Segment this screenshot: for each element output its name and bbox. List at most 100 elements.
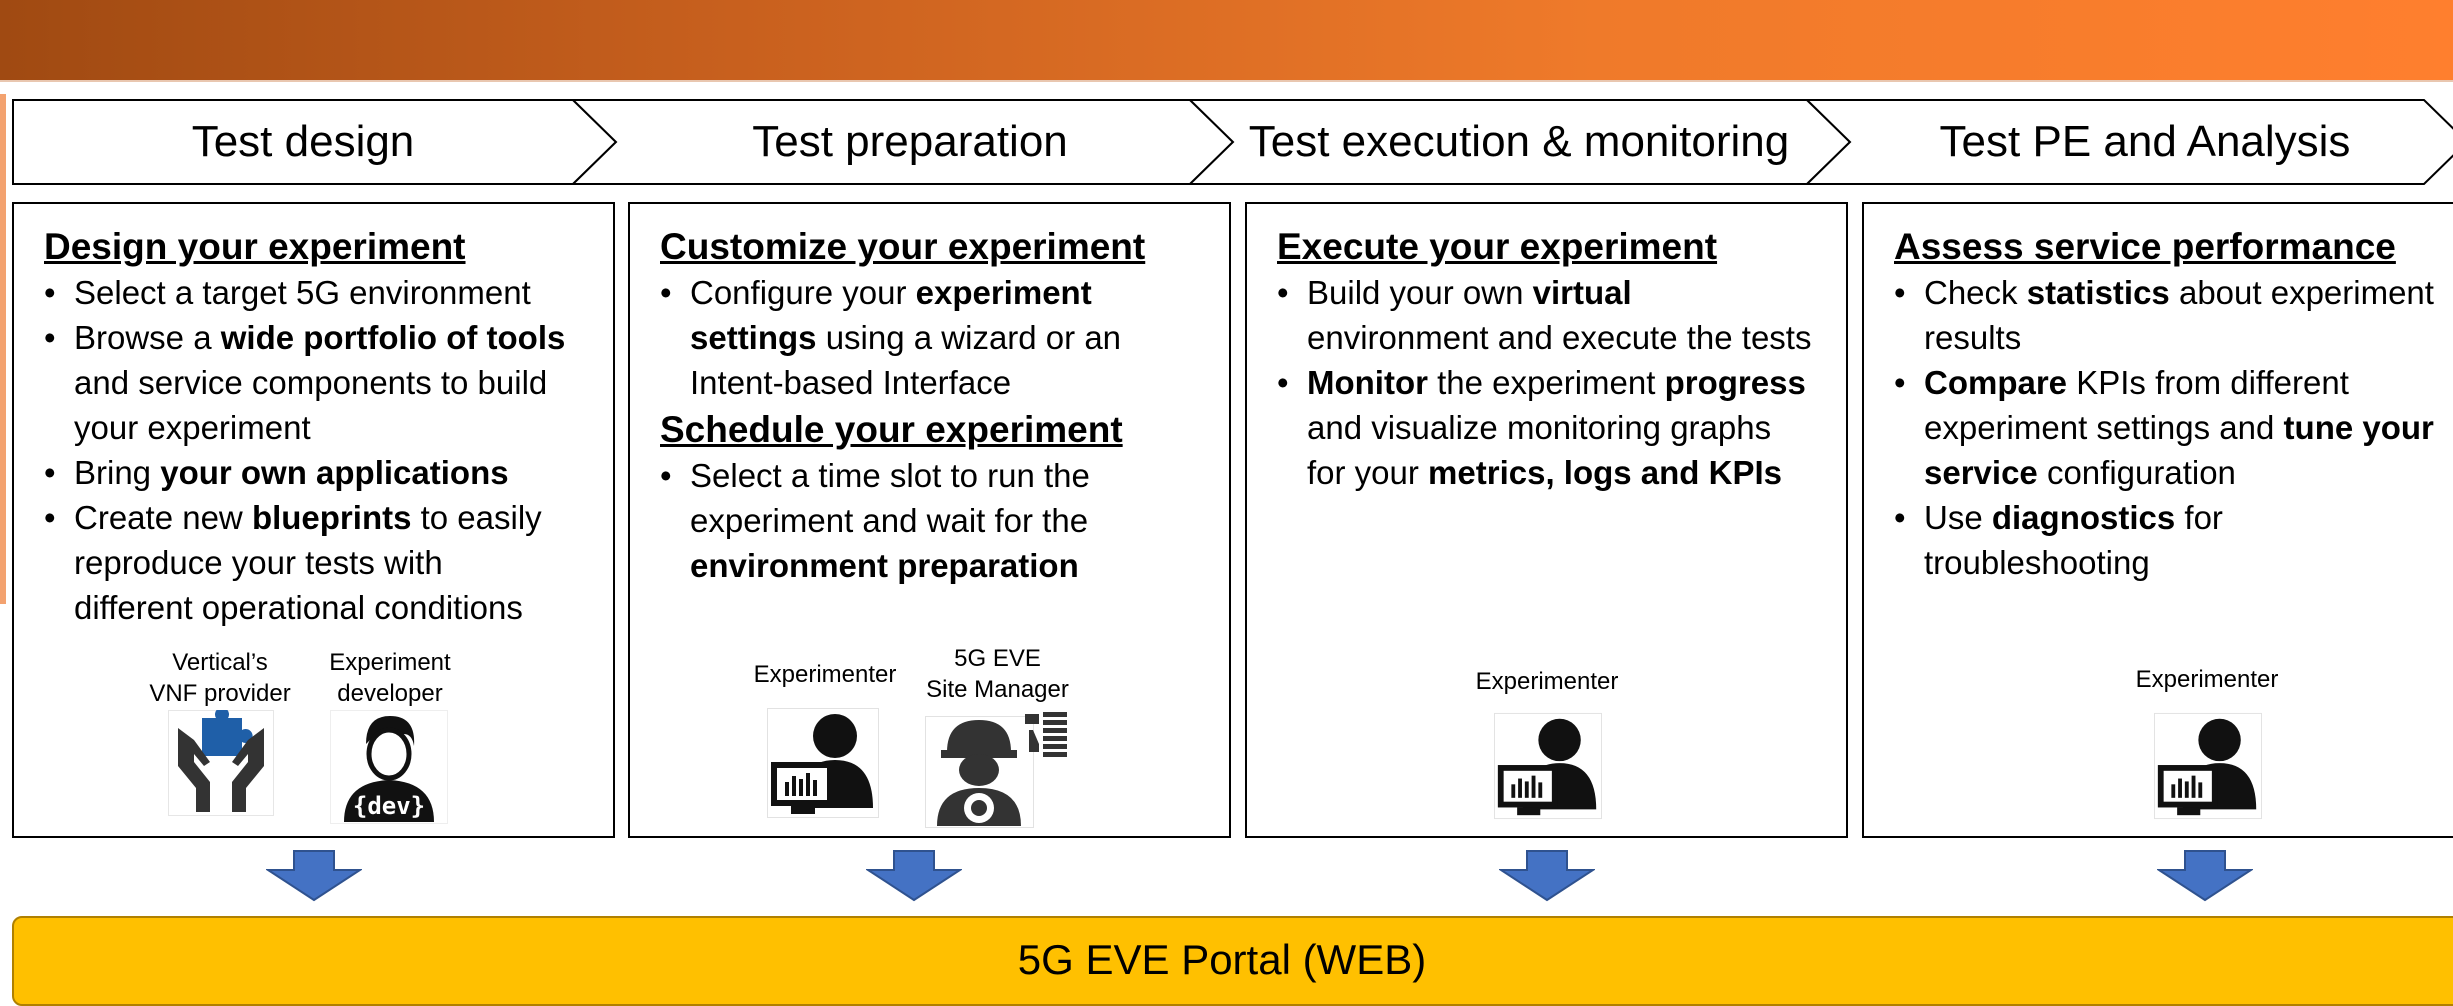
role-label-experimenter: Experimenter bbox=[753, 661, 897, 688]
panel-heading: Customize your experiment bbox=[660, 226, 1146, 267]
bullet-line: different operational conditions bbox=[44, 585, 613, 630]
bullet-line: and service components to build bbox=[44, 360, 613, 405]
text-run: Bring bbox=[74, 454, 161, 491]
text-run: and service components to build bbox=[74, 364, 548, 401]
text-run: results bbox=[1924, 319, 2022, 356]
text-run: Build your own bbox=[1307, 274, 1533, 311]
text-run: Use bbox=[1924, 499, 1992, 536]
text-run: Intent-based Interface bbox=[690, 364, 1012, 401]
text-run: Browse a bbox=[74, 319, 221, 356]
portal-banner: 5G EVE Portal (WEB) bbox=[12, 916, 2453, 1006]
left-accent-strip bbox=[0, 94, 6, 604]
bullet-line: Monitor the experiment progress bbox=[1277, 360, 1846, 405]
bold-text: statistics bbox=[2026, 274, 2170, 311]
text-run: Select a time slot to run the bbox=[690, 457, 1090, 494]
bold-text: tune your bbox=[2283, 409, 2434, 446]
bold-text: experiment bbox=[915, 274, 1092, 311]
bullet-line: results bbox=[1894, 315, 2453, 360]
bullet-line: and visualize monitoring graphs bbox=[1277, 405, 1846, 450]
text-run: for bbox=[2175, 499, 2223, 536]
bullet-list: Select a target 5G environmentBrowse a w… bbox=[44, 270, 613, 630]
bullet-line: Check statistics about experiment bbox=[1894, 270, 2453, 315]
bullet-line: your experiment bbox=[44, 405, 613, 450]
bold-text: progress bbox=[1664, 364, 1806, 401]
bullet-line: Browse a wide portfolio of tools bbox=[44, 315, 613, 360]
top-banner bbox=[0, 0, 2453, 82]
text-run: using a wizard or an bbox=[816, 319, 1122, 356]
bold-text: your own applications bbox=[160, 454, 509, 491]
down-arrow-icon bbox=[2157, 850, 2253, 902]
hands-puzzle-icon bbox=[168, 710, 274, 816]
role-label-experimenter: Experimenter bbox=[2135, 666, 2279, 693]
portal-label: 5G EVE Portal (WEB) bbox=[1017, 936, 1427, 983]
bullet-list: Build your own virtual environment and ex… bbox=[1277, 270, 1846, 495]
text-run: configuration bbox=[2037, 454, 2236, 491]
role-label-experimenter: Experimenter bbox=[1475, 668, 1619, 695]
text-run: Create new bbox=[74, 499, 252, 536]
stage-label-execution: Test execution & monitoring bbox=[1248, 117, 1790, 166]
bullet-line: troubleshooting bbox=[1894, 540, 2453, 585]
bullet-list: Select a time slot to run the experiment … bbox=[660, 453, 1229, 588]
bold-text: Monitor bbox=[1307, 364, 1428, 401]
bullet-line: Compare KPIs from different bbox=[1894, 360, 2453, 405]
experimenter-icon bbox=[1494, 712, 1602, 820]
bullet-line: Bring your own applications bbox=[44, 450, 613, 495]
bullet-line: Select a time slot to run the bbox=[660, 453, 1229, 498]
bullet-line: reproduce your tests with bbox=[44, 540, 613, 585]
text-run: Select a target 5G environment bbox=[74, 274, 531, 311]
bullet-list: Configure your experiment settings using … bbox=[660, 270, 1229, 405]
panel-heading: Schedule your experiment bbox=[660, 409, 1123, 450]
down-arrow-icon bbox=[1499, 850, 1595, 902]
stage-label-preparation: Test preparation bbox=[752, 117, 1068, 166]
experimenter-icon bbox=[2154, 712, 2262, 820]
bullet-line: Intent-based Interface bbox=[660, 360, 1229, 405]
text-run: reproduce your tests with bbox=[74, 544, 443, 581]
bullet-line: Create new blueprints to easily bbox=[44, 495, 613, 540]
text-run: Configure your bbox=[690, 274, 916, 311]
chevron-test-analysis bbox=[1804, 99, 2453, 185]
bold-text: settings bbox=[690, 319, 817, 356]
text-run: experiment settings and bbox=[1924, 409, 2284, 446]
down-arrow-icon bbox=[866, 850, 962, 902]
down-arrow-icon bbox=[266, 850, 362, 902]
bullet-line: experiment settings and tune your bbox=[1894, 405, 2453, 450]
site-manager-icon bbox=[925, 712, 1067, 828]
text-run: different operational conditions bbox=[74, 589, 523, 626]
panel-heading: Execute your experiment bbox=[1277, 226, 1718, 267]
bullet-line: environment and execute the tests bbox=[1277, 315, 1846, 360]
bullet-line: Use diagnostics for bbox=[1894, 495, 2453, 540]
text-run: troubleshooting bbox=[1924, 544, 2150, 581]
stage-label-design: Test design bbox=[191, 117, 415, 166]
bold-text: wide portfolio of tools bbox=[220, 319, 566, 356]
bullet-line: service configuration bbox=[1894, 450, 2453, 495]
bold-text: diagnostics bbox=[1991, 499, 2176, 536]
bold-text: metrics, logs and KPIs bbox=[1428, 454, 1782, 491]
bold-text: blueprints bbox=[251, 499, 412, 536]
svg-text:{dev}: {dev} bbox=[353, 792, 425, 820]
developer-icon: {dev} bbox=[330, 710, 448, 824]
panel-heading: Assess service performance bbox=[1894, 226, 2396, 267]
text-run: your experiment bbox=[74, 409, 311, 446]
text-run: to easily bbox=[411, 499, 542, 536]
role-label-vnf-provider: Vertical’s VNF provider bbox=[149, 649, 291, 707]
bullet-list: Check statistics about experiment results… bbox=[1894, 270, 2453, 585]
role-label-site-manager: 5G EVE Site Manager bbox=[926, 645, 1069, 703]
bullet-line: Build your own virtual bbox=[1277, 270, 1846, 315]
text-run: about experiment bbox=[2169, 274, 2434, 311]
text-run: KPIs from different bbox=[2067, 364, 2349, 401]
text-run: environment and execute the tests bbox=[1307, 319, 1812, 356]
experimenter-icon bbox=[767, 708, 879, 818]
bold-text: service bbox=[1924, 454, 2038, 491]
text-run: and visualize monitoring graphs bbox=[1307, 409, 1772, 446]
process-chevrons bbox=[12, 99, 2453, 185]
bullet-line: Select a target 5G environment bbox=[44, 270, 613, 315]
bullet-line: settings using a wizard or an bbox=[660, 315, 1229, 360]
bold-text: Compare bbox=[1924, 364, 2068, 401]
stage-label-analysis: Test PE and Analysis bbox=[1939, 117, 2351, 166]
bullet-line: experiment and wait for the bbox=[660, 498, 1229, 543]
role-label-experiment-developer: Experiment developer bbox=[329, 649, 451, 707]
text-run: the experiment bbox=[1427, 364, 1665, 401]
bullet-line: for your metrics, logs and KPIs bbox=[1277, 450, 1846, 495]
text-run: Check bbox=[1924, 274, 2027, 311]
panel-test-design: Design your experimentSelect a target 5G… bbox=[12, 202, 615, 838]
